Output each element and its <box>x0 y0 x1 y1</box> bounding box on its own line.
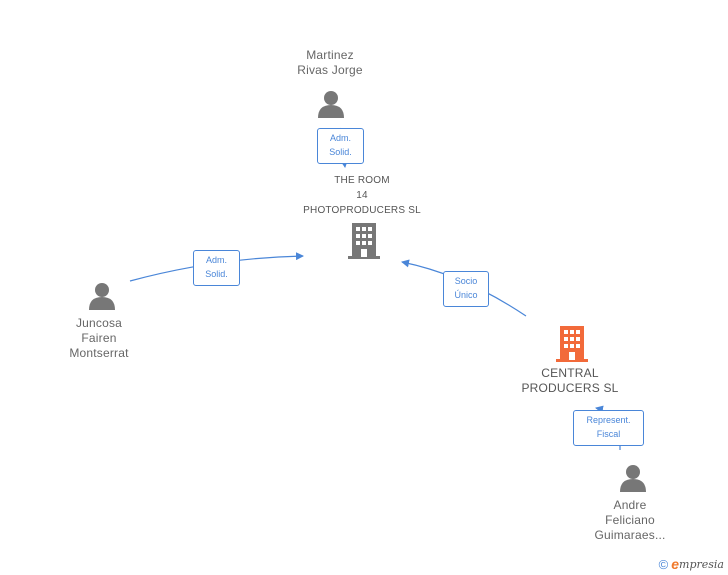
company-label-central[interactable]: CENTRAL PRODUCERS SL <box>521 366 619 395</box>
person-label-juncosa[interactable]: Juncosa Fairen Montserrat <box>69 316 129 360</box>
building-icon[interactable] <box>348 223 380 259</box>
edge-label-central-socio-unico[interactable]: Socio Único <box>443 271 489 307</box>
person-icon[interactable] <box>87 282 117 310</box>
person-icon[interactable] <box>316 90 346 118</box>
brand-name: mpresia <box>679 557 724 571</box>
brand-initial: e <box>671 556 680 572</box>
person-label-martinez[interactable]: Martinez Rivas Jorge <box>297 48 363 77</box>
copyright-icon: © <box>658 556 669 572</box>
building-icon[interactable] <box>556 326 588 362</box>
person-icon[interactable] <box>618 464 648 492</box>
edge-label-martinez-adm-solid[interactable]: Adm. Solid. <box>317 128 364 164</box>
person-label-andre[interactable]: Andre Feliciano Guimaraes... <box>594 498 666 542</box>
edge-label-juncosa-adm-solid[interactable]: Adm. Solid. <box>193 250 240 286</box>
company-label-the-room[interactable]: THE ROOM 14 PHOTOPRODUCERS SL <box>303 175 421 216</box>
edge-label-andre-represent-fiscal[interactable]: Represent. Fiscal <box>573 410 644 446</box>
empresia-logo[interactable]: © e mpresia <box>659 556 724 572</box>
